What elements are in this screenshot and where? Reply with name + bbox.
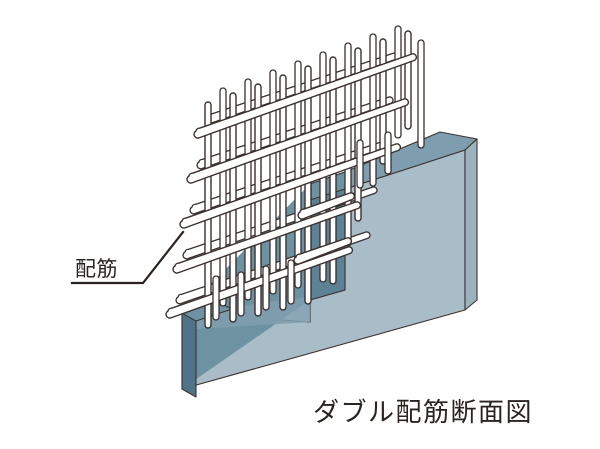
callout-label: 配筋 <box>75 257 118 281</box>
callout-leader-line <box>70 230 185 285</box>
rebar-callout: 配筋 <box>70 230 185 285</box>
rebar-vertical-upper-right <box>356 39 425 189</box>
rebar-notch-stubs <box>293 192 356 265</box>
rebar-vertical-embedded-tails <box>212 259 295 321</box>
wall-right-face <box>464 138 478 311</box>
wall-recess-floor <box>182 297 310 330</box>
figure-caption: ダブル配筋断面図 <box>313 398 533 427</box>
wall-left-cut-face <box>181 312 197 398</box>
